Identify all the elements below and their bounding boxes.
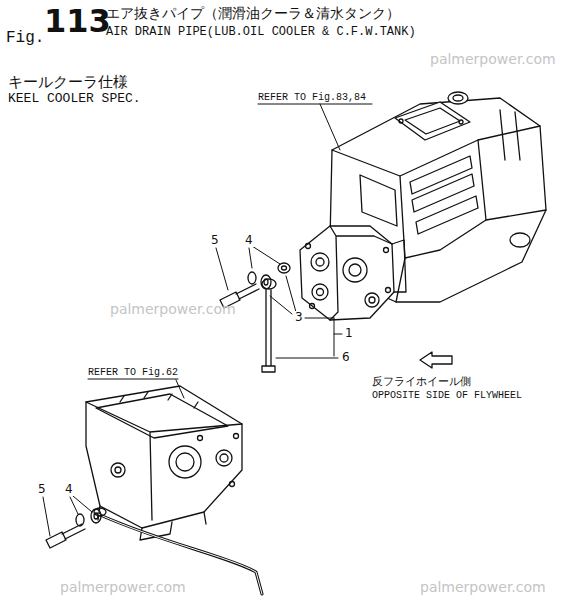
callout-number: 6 [341, 351, 351, 364]
figure-title-english: AIR DRAIN PIPE(LUB.OIL COOLER & C.F.W.TA… [106, 26, 416, 39]
figure-title: エア抜きパイプ（潤滑油クーラ＆清水タンク） [106, 6, 400, 21]
reference-note: REFER TO Fig.62 [88, 367, 178, 378]
callout-number: 4 [244, 234, 254, 247]
callout-number: 3 [294, 311, 304, 324]
watermark: palmerpower.com [430, 52, 556, 67]
spec-note: KEEL COOLER SPEC. [8, 92, 141, 106]
reference-note: REFER TO Fig.83,84 [258, 92, 366, 103]
leader-lines [43, 104, 372, 536]
air-drain-pipe [94, 279, 276, 594]
callout-number: 1 [344, 327, 354, 340]
watermark: palmerpower.com [60, 580, 186, 595]
cooler-housing [86, 386, 242, 540]
lub-oil-cooler-cover [300, 226, 406, 320]
direction-note: 反フライホイール側 [372, 376, 471, 388]
figure-number: 113 [44, 4, 111, 39]
callout-number: 5 [37, 483, 47, 496]
watermark: palmerpower.com [420, 580, 546, 595]
callout-number: 4 [64, 483, 74, 496]
callout-number: 5 [210, 234, 220, 247]
direction-arrow [420, 352, 452, 368]
watermark: palmerpower.com [110, 302, 236, 317]
bolts-and-washers [46, 263, 290, 548]
spec-note: キールクーラ仕様 [8, 74, 128, 91]
figure-prefix: Fig. [6, 30, 44, 48]
direction-note: OPPOSITE SIDE OF FLYWHEEL [372, 390, 522, 401]
